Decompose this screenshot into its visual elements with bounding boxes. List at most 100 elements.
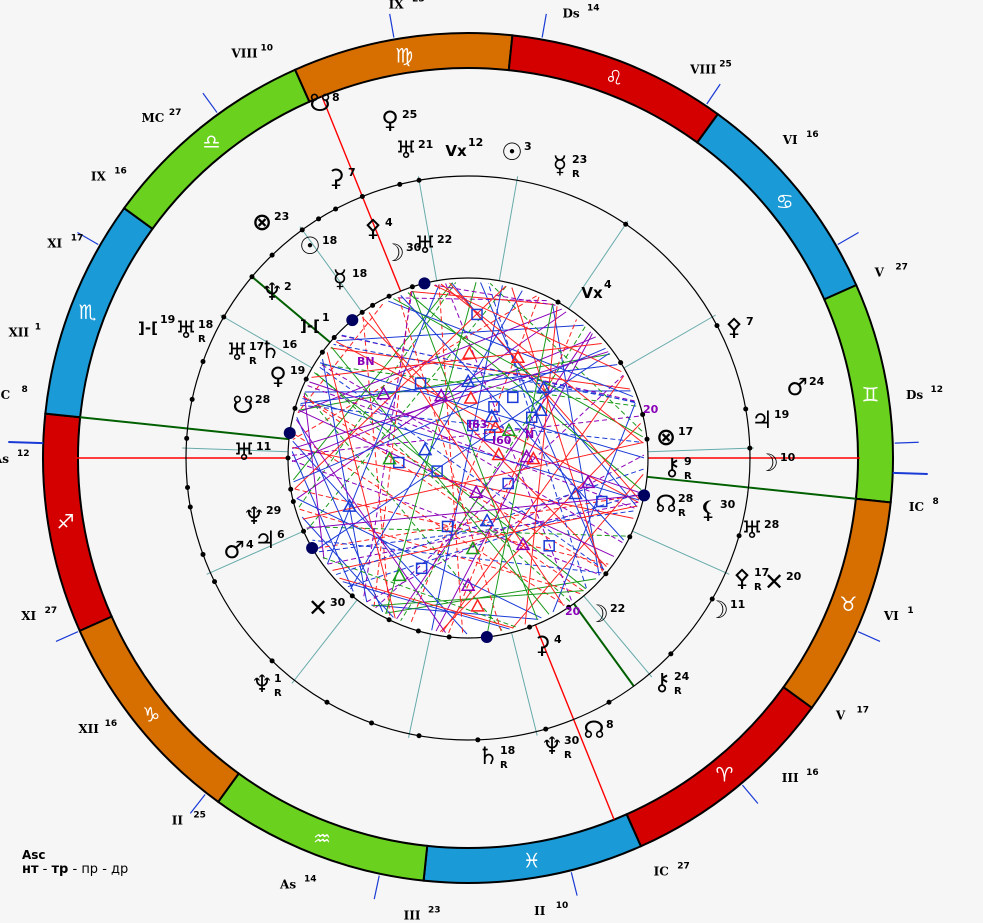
house-label-text: III (404, 908, 421, 922)
planet-glyph: ⚳ (533, 631, 551, 659)
aspect-line (303, 393, 325, 560)
house-label-text: Ds (906, 388, 923, 402)
moon-inner-low-icon: ☽22 (587, 600, 625, 628)
taurus-glyph: ♉ (839, 592, 857, 616)
aspect-line (350, 290, 523, 590)
house-label-text: XII (78, 722, 99, 736)
inner-position-dot (303, 376, 309, 382)
cusp-line (511, 632, 538, 736)
inner-position-dot (418, 277, 431, 290)
planet-degree: 12 (468, 136, 483, 149)
planet-glyph: ☿ (333, 265, 348, 293)
planet-glyph: ✕ (764, 568, 784, 596)
planet-glyph: ♃ (751, 406, 773, 434)
inner-position-dot (285, 455, 291, 461)
house-label-degree: 17 (857, 706, 870, 716)
inner-position-dot (386, 617, 392, 623)
square-aspect-marker (431, 465, 443, 477)
pallas-a-icon: ⚴4 (364, 214, 393, 242)
cusp-line (498, 176, 519, 281)
aspect-line (305, 526, 626, 537)
aspect-line (339, 577, 514, 629)
cusp-line (291, 599, 358, 684)
south-node-icon: ☋8 (309, 89, 339, 117)
outer-position-dot (184, 435, 190, 441)
aspect-line (317, 352, 610, 550)
scorpio-glyph: ♏ (79, 300, 97, 324)
planet-degree: 4 (554, 633, 562, 646)
planet-degree: 29 (266, 504, 281, 517)
aspect-line (347, 492, 641, 588)
planet-glyph: ☊ (655, 490, 676, 518)
aspect-line (486, 303, 554, 634)
legend-mode-transit[interactable]: тр (51, 862, 69, 877)
aspect-line (441, 375, 625, 633)
aspect-line (397, 296, 502, 632)
retrograde-marker: R (500, 760, 508, 771)
planet-degree: 8 (606, 718, 614, 731)
pallas-b-icon: ⚴7 (725, 313, 753, 341)
house-label-text: XI (21, 609, 36, 623)
gemini-glyph: ♊ (862, 382, 880, 406)
aspect-line (400, 295, 625, 541)
planet-degree: 23 (274, 210, 289, 223)
house-label-degree: 16 (806, 768, 819, 778)
chiron-inner-icon: ⚷9R (663, 453, 692, 482)
house-label-degree: 16 (105, 719, 118, 729)
house-label-text: As (0, 452, 9, 466)
outer-cusp-tick (857, 631, 881, 642)
aspect-line (511, 287, 603, 572)
planet-glyph: ♅ (175, 316, 197, 344)
house-label-text: XII (9, 325, 30, 339)
aspect-line (298, 282, 457, 508)
planet-glyph: ♄ (259, 336, 281, 364)
planet-glyph: ⊗ (656, 423, 676, 451)
leo-glyph: ♌ (605, 66, 623, 90)
outer-cusp-tick (77, 231, 99, 246)
planet-glyph: ☽ (707, 596, 729, 624)
libra-glyph: ♎ (203, 129, 221, 153)
zodiac-segment-sagittarius (42, 412, 114, 633)
planet-glyph: ♅ (233, 438, 255, 466)
triangle-aspect-marker (392, 567, 407, 582)
planet-glyph: ♃ (254, 526, 276, 554)
outer-cusp-tick (837, 231, 859, 246)
planet-position-dots (184, 177, 753, 743)
legend-mode-progression[interactable]: пр (81, 862, 99, 877)
aspect-line (362, 316, 391, 616)
house-label-degree: 8 (932, 497, 938, 507)
aspect-line (393, 298, 643, 438)
triangle-aspect-marker (510, 349, 526, 363)
legend-mode-direction[interactable]: др (111, 862, 129, 877)
aspect-line (295, 419, 446, 633)
moon-lower-icon: ☽11 (707, 596, 745, 624)
aspect-line (294, 488, 609, 565)
house-label-degree: 23 (412, 0, 425, 4)
planet-glyph: ☊ (583, 716, 604, 744)
legend-asc: Asc (22, 848, 46, 862)
house-label-text: VI (883, 609, 899, 623)
jupiter-icon: ♃19 (751, 406, 789, 434)
outer-position-dot (333, 206, 339, 212)
house-label-text: V (874, 265, 885, 279)
square-aspect-marker (596, 495, 608, 508)
zodiac-ring (42, 32, 894, 884)
inner-position-dot (319, 349, 325, 355)
planet-degree: 8 (332, 91, 340, 104)
inner-position-dot (288, 486, 294, 492)
outer-position-dot (369, 720, 375, 726)
cusp-line (408, 633, 432, 738)
planet-degree: 28 (764, 518, 779, 531)
uranus-left3-icon: ♅18R (175, 316, 213, 345)
aspect-line (410, 291, 555, 305)
planet-glyph: ♆ (243, 502, 265, 530)
planet-glyph: ☿ (553, 151, 568, 179)
legend-mode-natal[interactable]: нт (22, 862, 39, 877)
planet-degree: 18 (500, 744, 515, 757)
